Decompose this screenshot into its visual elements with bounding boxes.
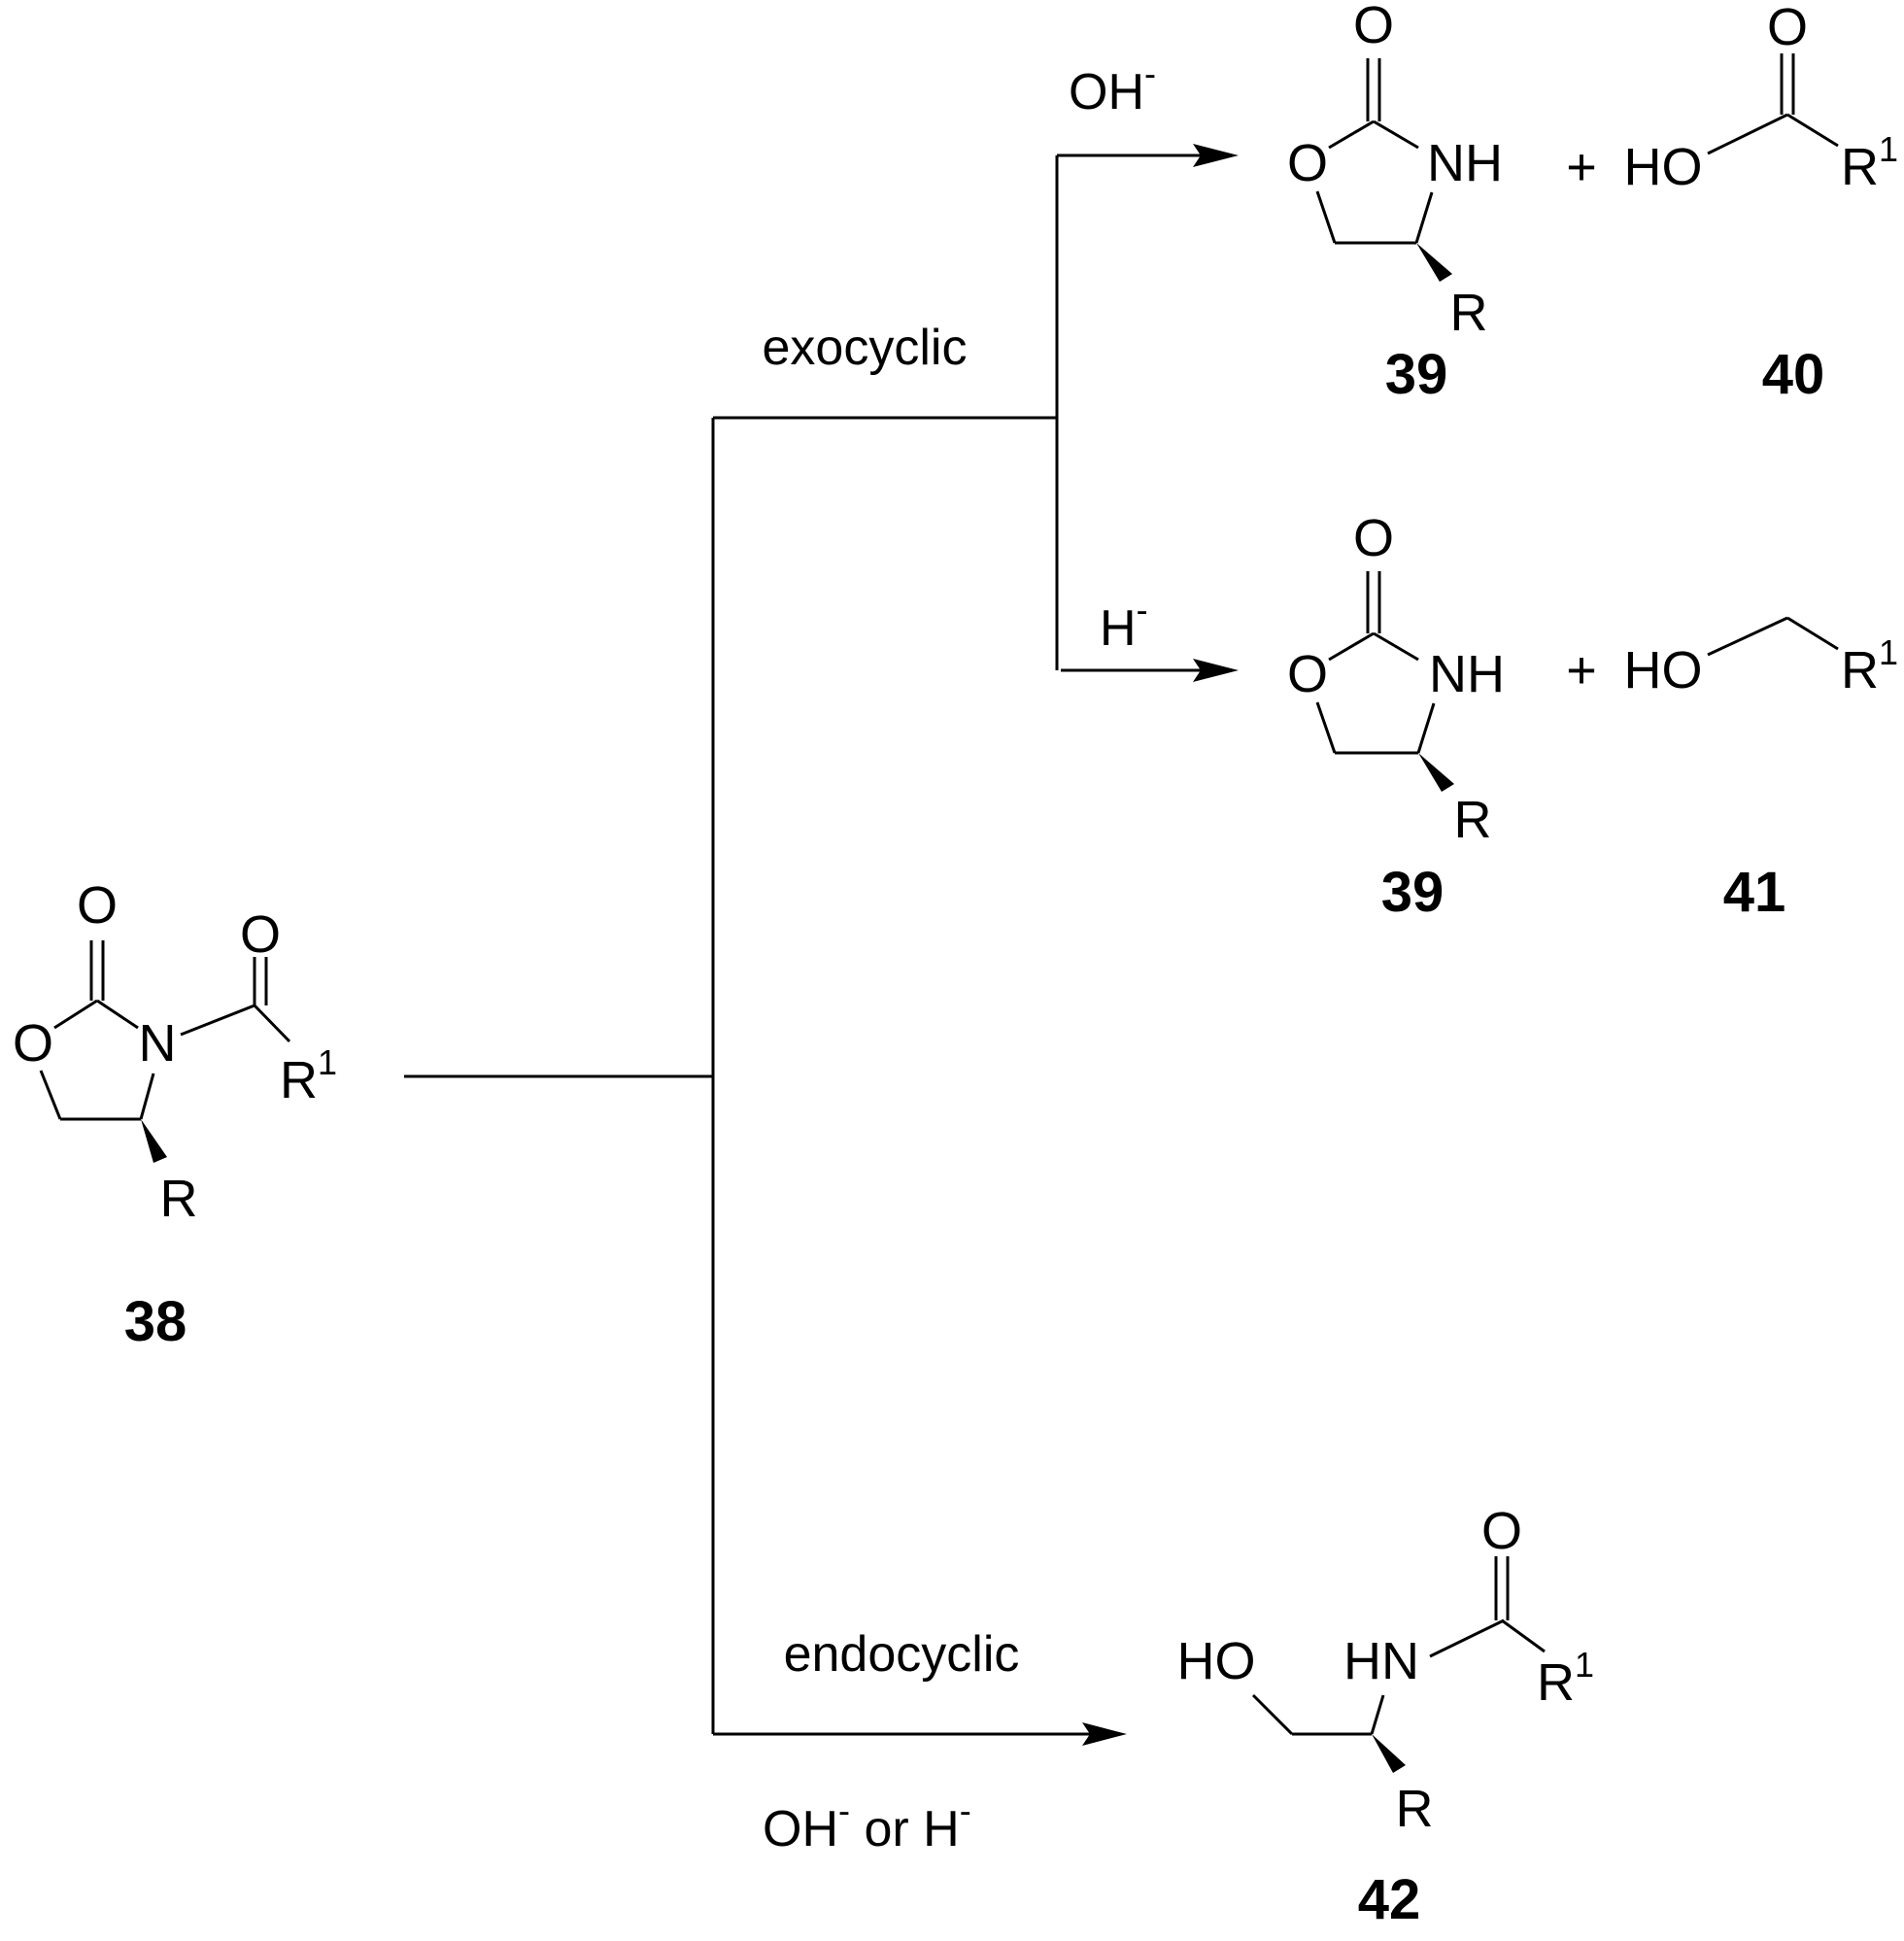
atom-r1: R1 [1841,632,1898,699]
atom-r1: R1 [280,1042,337,1109]
compound-38-structure: O O N R O R1 [13,876,337,1228]
arrow-head-oh [1193,144,1239,167]
atom-nh: NH [1427,134,1503,192]
atom-n-ring: N [139,1014,177,1073]
atom-o-ring: O [1287,134,1328,192]
atom-r: R [1396,1780,1434,1838]
plus-sign-upper: + [1566,138,1597,196]
atom-o-ring: O [13,1014,53,1073]
atom-r1: R1 [1537,1645,1594,1712]
atom-o-acid: O [1767,0,1808,56]
atom-o-acyl: O [240,905,281,964]
condition-hydroxide: OH- [1069,53,1156,120]
condition-endocyclic: endocyclic [784,1626,1020,1683]
arrow-head-endo [1082,1722,1127,1746]
compound-40-structure: HO O R1 [1624,0,1899,196]
atom-hn: HN [1343,1632,1419,1690]
compound-39-middle-structure: O O NH R [1287,509,1505,849]
atom-o-ring: O [1287,645,1328,703]
atom-r: R [1454,791,1492,849]
atom-o-amide: O [1481,1502,1522,1560]
compound-label-39-middle: 39 [1381,861,1445,924]
atom-ho: HO [1624,641,1703,699]
condition-exocyclic: exocyclic [763,320,968,376]
branch-lines [404,144,1239,1746]
atom-o-carbonyl: O [1353,0,1394,54]
atom-nh: NH [1429,645,1505,703]
atom-r: R [160,1170,198,1228]
compound-label-39-upper: 39 [1385,343,1448,406]
atom-o-carbonyl: O [77,876,118,935]
compound-label-38: 38 [124,1290,187,1353]
atom-o-carbonyl: O [1353,509,1394,567]
compound-39-upper-structure: O O NH R [1287,0,1503,342]
compound-41-structure: HO R1 [1624,616,1898,699]
atom-r: R [1450,284,1488,342]
atom-ho: HO [1624,138,1703,196]
condition-hydride: H- [1100,590,1148,657]
compound-label-40: 40 [1762,343,1825,406]
arrow-head-h [1193,659,1239,682]
plus-sign-middle: + [1566,641,1597,699]
atom-r1: R1 [1841,129,1898,196]
compound-label-41: 41 [1723,861,1786,924]
atom-ho: HO [1177,1632,1256,1690]
compound-label-42: 42 [1358,1868,1421,1931]
compound-42-structure: HO HN R O R1 [1177,1502,1595,1838]
condition-oh-or-h: OH- or H- [763,1790,971,1857]
